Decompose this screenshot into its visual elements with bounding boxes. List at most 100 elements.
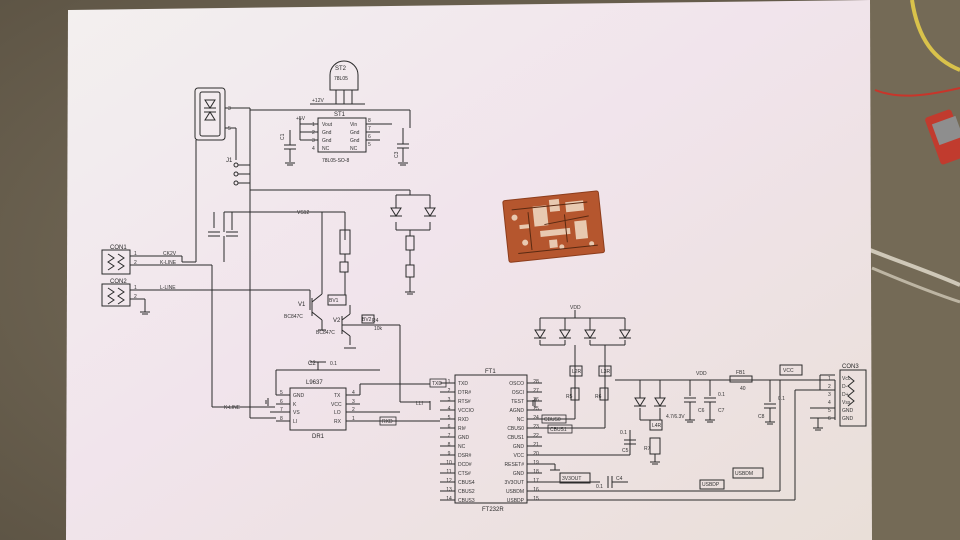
ft232-num-left-3: 3 — [448, 397, 451, 403]
net-usbdp: USBDP — [702, 482, 720, 488]
ft232-pin-right-11: GND — [513, 471, 525, 477]
desk-right-strip — [870, 0, 960, 540]
c8-val: 0.1 — [778, 396, 785, 402]
con1-net-kline: K-LINE — [160, 260, 177, 266]
st1-num-3: 3 — [312, 138, 315, 144]
con1-pin-1: 1 — [134, 251, 137, 257]
dr1-num-7: 7 — [280, 407, 283, 413]
st1-pin-nc: NC — [322, 146, 330, 152]
con1-pin-2: 2 — [134, 260, 137, 266]
dr1-ref: DR1 — [312, 434, 325, 440]
st1-pin-vout: Vout — [322, 122, 333, 128]
ft232-num-left-12: 12 — [446, 478, 452, 484]
ft232-pin-right-7: CBUS1 — [507, 435, 524, 441]
ft232-num-left-11: 11 — [446, 469, 451, 475]
ft232-pin-right-14: USBDP — [507, 498, 525, 504]
ft232-pin-right-5: NC — [517, 417, 525, 423]
con3-pin-5: GND — [842, 408, 854, 414]
con3-ref: CON3 — [842, 364, 859, 370]
c5-val: 0.1 — [620, 430, 627, 436]
l3r-label: L3R — [601, 369, 611, 375]
con1-net-ck2v: CK2V — [163, 251, 177, 257]
ft232-num-right-12: 17 — [533, 478, 539, 484]
c9-val: 4.7/6.3V — [666, 414, 685, 420]
ft232-num-right-4: 25 — [533, 406, 539, 412]
st1-num-8: 8 — [368, 118, 371, 124]
ft1-part: FT232R — [482, 507, 504, 513]
ft232-pin-left-1: TXD — [458, 381, 468, 387]
ft232-pin-right-4: AGND — [510, 408, 525, 414]
c7-ref: C7 — [718, 408, 725, 414]
r5-label: R5 — [566, 394, 573, 400]
st1-pin-gnd2: Gnd — [322, 138, 332, 144]
ft232-pin-right-6: CBUS0 — [507, 426, 524, 432]
r4-ref: R4 — [372, 318, 379, 324]
red-wire — [874, 87, 960, 97]
l2r-label: L2R — [572, 369, 582, 375]
dr1-pin-li: LI — [293, 419, 297, 425]
ft232-pin-left-7: GND — [458, 435, 470, 441]
v1-ref: V1 — [298, 302, 306, 308]
dr1-pin-tx: TX — [334, 393, 341, 399]
pcb-board — [502, 190, 605, 263]
ft232-num-left-1: 1 — [448, 379, 451, 385]
ft232-num-left-9: 9 — [448, 451, 451, 457]
ft232-num-left-7: 7 — [448, 433, 451, 439]
ft232-pin-left-13: CBUS2 — [458, 489, 475, 495]
st1-num-4: 4 — [312, 146, 315, 152]
net-cbus0: CBUS0 — [544, 417, 561, 423]
con3-num-5: 5 — [828, 408, 831, 414]
st2-ref: ST2 — [335, 66, 347, 72]
j1-ref: J1 — [226, 158, 233, 164]
plus12-label: +12V — [312, 98, 324, 104]
con2-ref: CON2 — [110, 279, 127, 285]
net-rxd: RXD — [382, 419, 393, 425]
st1-part: 78L05-SO-8 — [322, 158, 349, 164]
ft232-num-left-6: 6 — [448, 424, 451, 430]
st1-pin-vin: Vin — [350, 122, 357, 128]
con2-net-lline: L-LINE — [160, 285, 176, 291]
net-lli: LLI — [416, 401, 423, 407]
ft232-num-left-10: 10 — [446, 460, 452, 466]
ft1-ref: FT1 — [485, 369, 496, 375]
con2-pin-1: 1 — [134, 285, 137, 291]
con3-pin-2: D- — [842, 384, 848, 390]
ft232-pin-left-8: NC — [458, 444, 466, 450]
con1-ref: CON1 — [110, 245, 127, 251]
ft232-num-left-5: 5 — [448, 415, 451, 421]
ft232-pin-left-3: RTS# — [458, 399, 471, 405]
ft232-num-right-14: 15 — [533, 496, 539, 502]
grey-cable — [869, 248, 960, 287]
dr1-pin-vcc: VCC — [331, 402, 342, 408]
dr1-pin-k: K — [293, 402, 297, 408]
ft232-pin-left-14: CBUS3 — [458, 498, 475, 504]
c3-ref: C3 — [394, 151, 400, 158]
ft232-num-right-3: 26 — [533, 397, 539, 403]
ft232-num-right-10: 19 — [533, 460, 539, 466]
ft232-num-left-13: 13 — [446, 487, 452, 493]
con3-pin-3: D+ — [842, 392, 849, 398]
dr1-num-6: 6 — [280, 399, 283, 405]
grey-box-corner — [931, 115, 960, 146]
ft232-num-right-5: 24 — [533, 415, 539, 421]
con3-num-2: 2 — [828, 384, 831, 390]
bv1-label: BV1 — [329, 298, 339, 304]
ft232-pin-left-11: CTS# — [458, 471, 471, 477]
con3-pin-1: Vcc — [842, 376, 851, 382]
ft232-pin-left-5: RXD — [458, 417, 469, 423]
ft232-num-right-9: 20 — [533, 451, 539, 457]
ft232-pin-right-1: OSCO — [509, 381, 524, 387]
ft232-pin-right-2: OSCI — [512, 390, 524, 396]
yellow-wire — [910, 0, 960, 72]
ft232-num-right-6: 23 — [533, 424, 539, 430]
schematic-diodes — [204, 99, 666, 407]
r7-label: R7 — [644, 446, 651, 452]
c4-val: 0.1 — [596, 484, 603, 490]
dr1-num-5: 5 — [280, 390, 283, 396]
ft232-pin-right-12: 3V3OUT — [505, 480, 524, 486]
ft232-pin-left-4: VCCIO — [458, 408, 474, 414]
st1-pin-gnd4: Gnd — [350, 138, 360, 144]
opto-pin-3: 3 — [228, 106, 231, 112]
con3-num-6: 6 — [828, 416, 831, 422]
